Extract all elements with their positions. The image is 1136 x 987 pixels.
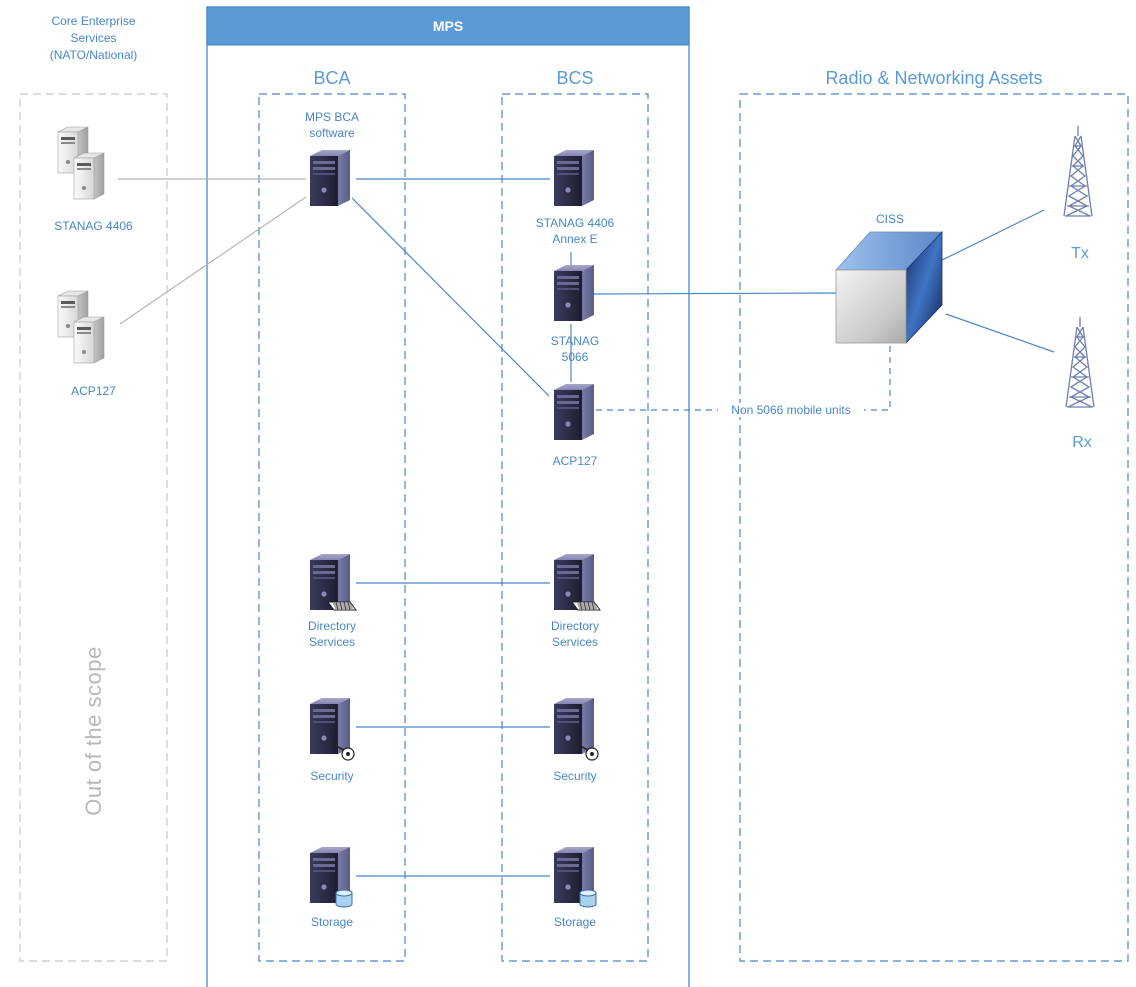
bca-zone	[258, 93, 406, 962]
bcs-security-label: Security	[553, 769, 597, 783]
server-tower-icon	[554, 384, 594, 440]
radio-tower-icon	[1065, 316, 1095, 408]
bca-title: BCA	[313, 68, 351, 88]
bcs-storage-label: Storage	[553, 915, 597, 929]
bcs-stanag4406-label: STANAG 4406 Annex E	[502, 215, 648, 247]
core-stanag4406-label: STANAG 4406	[54, 219, 133, 233]
bcs-directory-label: Directory Services	[502, 618, 648, 650]
bcs-zone	[501, 93, 649, 962]
link-ciss-tx	[929, 209, 1045, 267]
storage-server-icon	[554, 847, 597, 908]
radio-title: Radio & Networking Assets	[825, 68, 1043, 88]
bca-storage-label: Storage	[310, 915, 354, 929]
server-tower-icon	[554, 265, 594, 321]
bca-software-label: MPS BCA software	[259, 109, 405, 141]
tx-label: Tx	[1071, 245, 1089, 262]
security-server-icon	[310, 698, 355, 761]
link-coreacp-bca	[119, 196, 307, 325]
server-stack-icon	[57, 290, 105, 364]
server-stack-icon	[57, 126, 105, 200]
bcs-stanag4406-line-1: STANAG 4406	[535, 216, 615, 230]
mps-title: MPS	[432, 18, 464, 34]
directory-server-icon	[310, 554, 357, 611]
core-acp127-label: ACP127	[71, 384, 116, 398]
radio-tower-icon	[1063, 125, 1093, 217]
server-tower-icon	[554, 150, 594, 206]
directory-server-icon	[554, 554, 601, 611]
radio-zone	[739, 93, 1129, 962]
bca-software-line-2: software	[309, 126, 355, 140]
core-title-line-3: (NATO/National)	[49, 48, 138, 62]
mps-zone	[206, 6, 690, 987]
bcs-directory-line-2: Services	[551, 635, 598, 649]
bcs-directory-line-1: Directory	[550, 619, 599, 633]
bca-directory-line-2: Services	[308, 635, 355, 649]
security-server-icon	[554, 698, 599, 761]
link-5066-ciss	[593, 292, 837, 295]
server-tower-icon	[310, 150, 350, 206]
core-title-line-1: Core Enterprise	[51, 14, 136, 28]
bcs-stanag5066-line-2: 5066	[561, 350, 589, 364]
link-ciss-rx	[945, 313, 1055, 353]
link-bca-bcsacp	[351, 197, 550, 397]
storage-server-icon	[310, 847, 353, 908]
bcs-stanag5066-line-1: STANAG	[550, 334, 600, 348]
cube-device-icon	[835, 230, 943, 345]
bcs-acp127-label: ACP127	[552, 454, 598, 468]
connections	[118, 178, 1055, 877]
mps-header-bar	[206, 6, 690, 46]
bca-software-line-1: MPS BCA	[304, 110, 359, 124]
ciss-label: CISS	[875, 212, 904, 226]
bca-security-label: Security	[310, 769, 354, 783]
bcs-title: BCS	[556, 68, 594, 88]
bca-directory-label: Directory Services	[259, 618, 405, 650]
core-services-title: Core Enterprise Services (NATO/National)	[20, 13, 167, 64]
bca-directory-line-1: Directory	[307, 619, 356, 633]
core-title-line-2: Services	[70, 31, 117, 45]
bcs-stanag4406-line-2: Annex E	[552, 232, 598, 246]
bcs-stanag5066-label: STANAG 5066	[502, 333, 648, 365]
out-of-scope-label: Out of the scope	[81, 646, 106, 816]
rx-label: Rx	[1072, 434, 1092, 451]
non5066-link-label: Non 5066 mobile units	[731, 403, 851, 417]
